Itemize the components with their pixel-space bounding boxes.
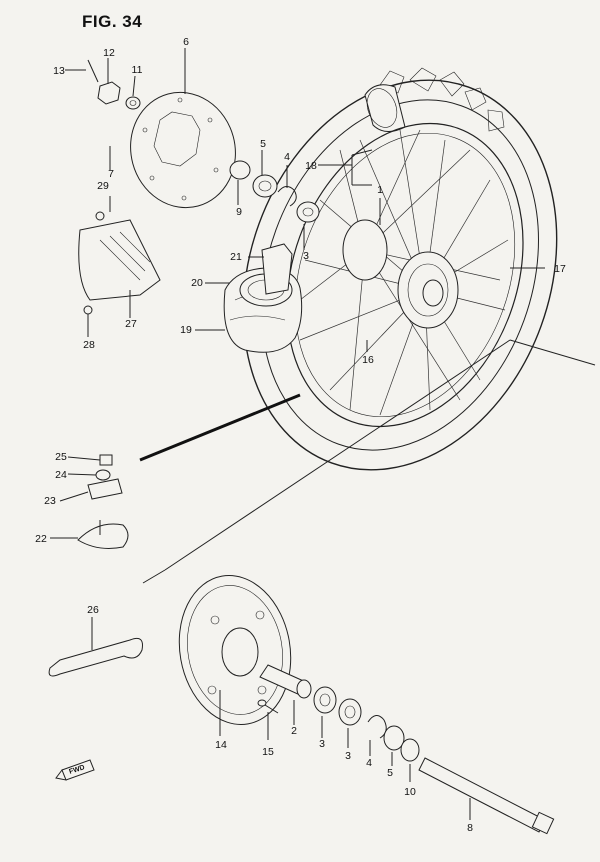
callout-28: 28 <box>83 339 95 351</box>
callout-5-top: 5 <box>260 138 266 150</box>
disc-guard <box>78 211 161 315</box>
bottom-bearings <box>313 686 420 762</box>
callout-25: 25 <box>55 451 67 463</box>
callout-24: 24 <box>55 469 67 481</box>
callout-18: 18 <box>305 160 317 172</box>
leader-lines <box>50 48 596 820</box>
callout-3-bottom-b: 3 <box>345 750 351 762</box>
callout-3-bottom-a: 3 <box>319 738 325 750</box>
rim <box>286 122 524 428</box>
callout-7: 7 <box>108 168 114 180</box>
callout-20: 20 <box>191 277 203 289</box>
fwd-arrow-icon <box>55 759 95 781</box>
callout-26: 26 <box>87 604 99 616</box>
axle-nut-and-pin <box>87 59 141 110</box>
rim-lock-parts <box>77 454 129 549</box>
top-bearings <box>229 160 320 223</box>
callout-15: 15 <box>262 746 274 758</box>
callout-13: 13 <box>53 65 65 77</box>
spanner <box>48 637 143 677</box>
sprocket <box>178 575 292 725</box>
axle <box>418 757 555 835</box>
hub <box>342 219 459 329</box>
callout-22: 22 <box>35 533 47 545</box>
callout-6: 6 <box>183 36 189 48</box>
callout-9: 9 <box>236 206 242 218</box>
tube-section <box>223 243 303 353</box>
figure-title: FIG. 34 <box>82 12 143 31</box>
callout-11: 11 <box>131 64 143 76</box>
callout-8: 8 <box>467 822 473 834</box>
callout-29: 29 <box>97 180 109 192</box>
callout-1: 1 <box>377 184 383 196</box>
callout-27: 27 <box>125 318 137 330</box>
callout-17: 17 <box>554 263 566 275</box>
callout-23: 23 <box>44 495 56 507</box>
callout-4-top: 4 <box>284 151 290 163</box>
callout-14: 14 <box>215 739 227 751</box>
callout-12: 12 <box>103 47 115 59</box>
callout-21: 21 <box>230 251 242 263</box>
callout-4-bottom: 4 <box>366 757 372 769</box>
callout-19: 19 <box>180 324 192 336</box>
callout-5-bottom: 5 <box>387 767 393 779</box>
sprocket-bolt <box>257 699 279 714</box>
callout-3-top: 3 <box>303 250 309 262</box>
callout-2: 2 <box>291 725 297 737</box>
brake-disc <box>130 91 236 209</box>
spacer <box>259 664 312 699</box>
callout-10: 10 <box>404 786 416 798</box>
callout-16: 16 <box>362 354 374 366</box>
